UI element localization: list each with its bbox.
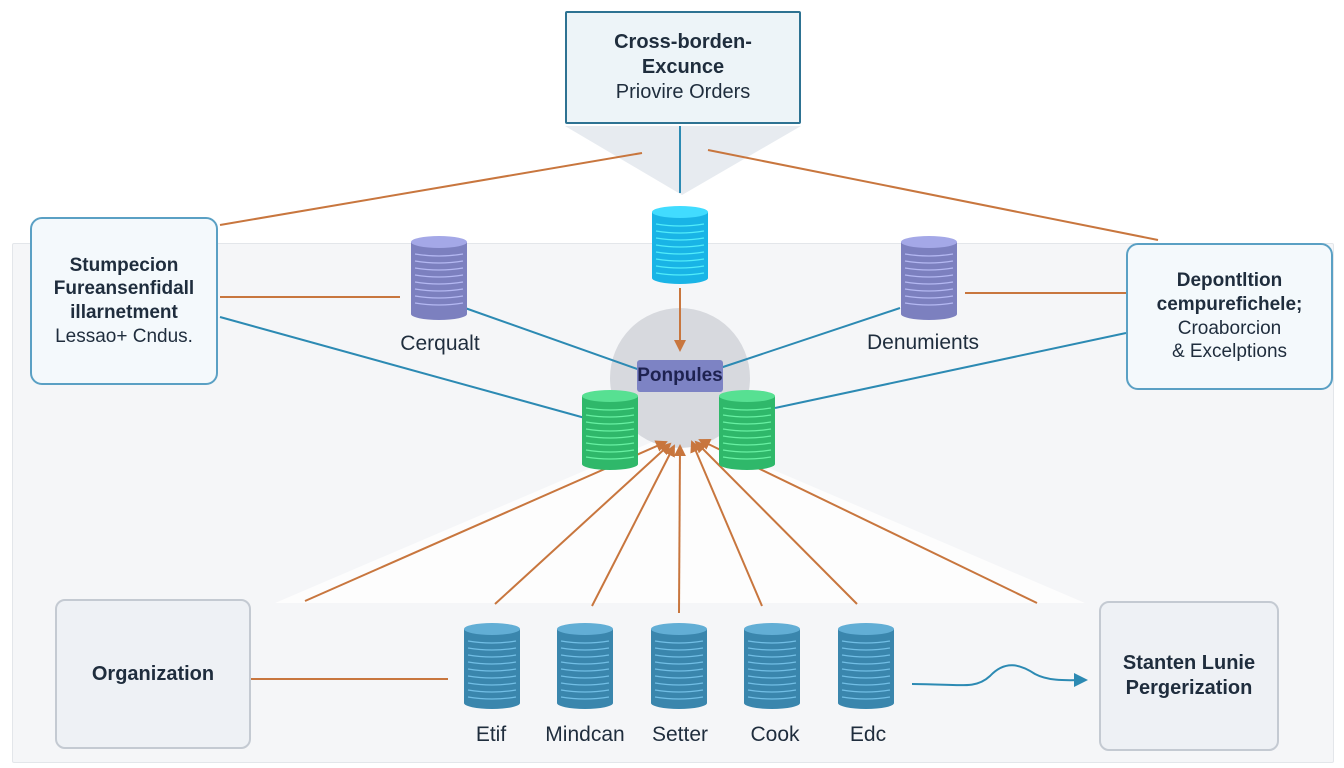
line-top-to-right xyxy=(707,149,1159,241)
line-top-to-left xyxy=(219,152,643,226)
standard-box-line-2: Pergerization xyxy=(1125,677,1253,699)
top-box-line-2: Excunce xyxy=(641,56,725,78)
db-green-left-icon xyxy=(582,390,638,470)
standard-box: Stanten Lunie Pergerization xyxy=(1099,601,1279,751)
db-blue-top-icon xyxy=(652,206,708,284)
fan-arrow-6 xyxy=(694,440,858,605)
label-denumients: Denumients xyxy=(866,331,980,354)
db-setter-icon xyxy=(651,623,707,709)
right-box-line-3: Croaborcion xyxy=(1177,317,1282,339)
left-box-line-2: Fureansenfidall xyxy=(53,278,195,300)
db-cerqualt-icon xyxy=(411,236,467,320)
left-box-line-4: Lessao+ Cndus. xyxy=(55,325,193,347)
line-right-to-green-db xyxy=(774,332,1127,409)
label-mindcan: Mindcan xyxy=(545,723,625,746)
db-green-right-icon xyxy=(719,390,775,470)
standard-box-line-1: Stanten Lunie xyxy=(1122,652,1256,674)
right-box-depontltion: Depontltion cempurefichele; Croaborcion … xyxy=(1126,243,1333,390)
top-box-line-3: Priovire Orders xyxy=(615,81,751,103)
db-etif-icon xyxy=(464,623,520,709)
line-denumients-to-center xyxy=(719,307,901,369)
label-etif: Etif xyxy=(475,723,507,746)
organization-box: Organization xyxy=(55,599,251,749)
top-box-line-1: Cross-borden- xyxy=(614,31,752,53)
fan-arrow-4 xyxy=(673,444,686,614)
db-cook-icon xyxy=(744,623,800,709)
fan-arrow-2 xyxy=(494,442,672,605)
top-box-cross-border: Cross-borden- Excunce Priovire Orders xyxy=(565,11,801,124)
line-cerqualt-to-center xyxy=(464,307,641,371)
label-edc: Edc xyxy=(849,723,887,746)
fan-arrow-5 xyxy=(690,440,763,607)
db-edc-icon xyxy=(838,623,894,709)
line-left-to-green-db xyxy=(219,316,586,419)
wavy-arrow-to-standard xyxy=(911,664,1088,688)
top-funnel-shape xyxy=(565,126,801,195)
label-setter: Setter xyxy=(651,723,709,746)
left-box-line-1: Stumpecion xyxy=(69,254,179,276)
right-box-line-2: cempurefichele; xyxy=(1156,293,1303,315)
label-cerqualt: Cerqualt xyxy=(400,332,480,355)
right-box-line-1: Depontltion xyxy=(1176,270,1283,291)
center-node-ponpules: Ponpules xyxy=(637,360,723,392)
db-denumients-icon xyxy=(901,236,957,320)
fan-arrow-3 xyxy=(591,444,675,607)
left-box-stumpecion: Stumpecion Fureansenfidall illarnetment … xyxy=(30,217,218,385)
right-box-line-4: & Excelptions xyxy=(1171,341,1288,363)
label-cook: Cook xyxy=(750,723,800,746)
left-box-line-3: illarnetment xyxy=(70,302,178,323)
organization-label: Organization xyxy=(91,662,215,685)
db-mindcan-icon xyxy=(557,623,613,709)
